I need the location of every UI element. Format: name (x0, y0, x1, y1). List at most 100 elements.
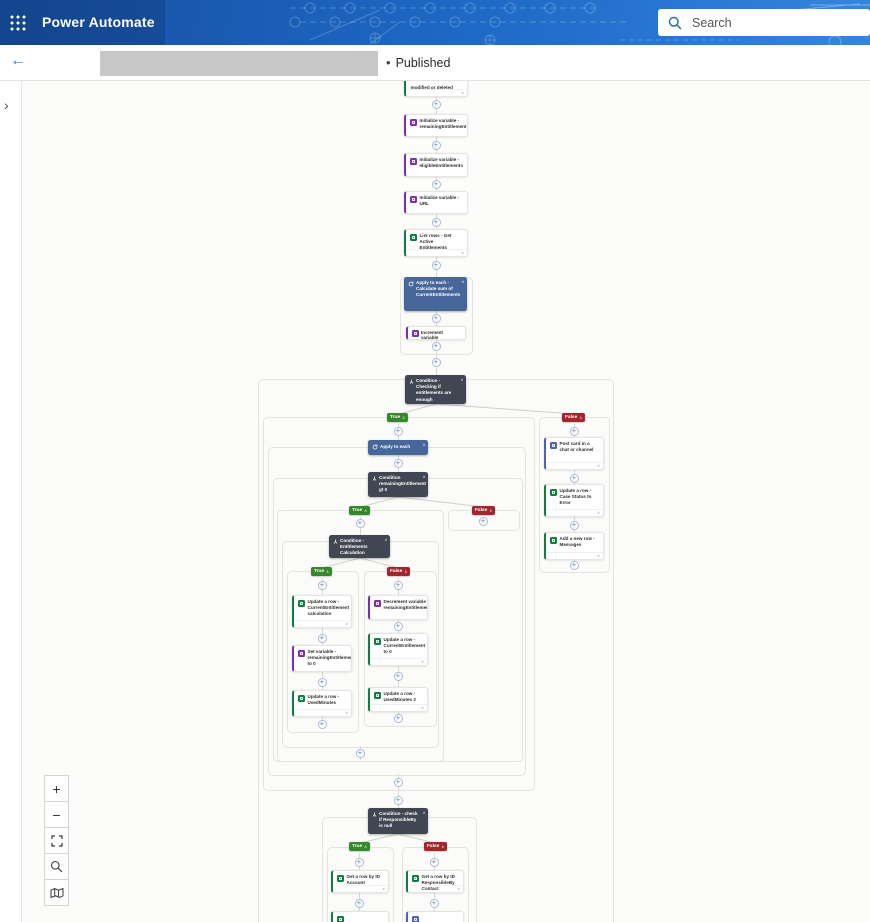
action-card-update-case-status[interactable]: Update a row - Case Status to Error (544, 484, 604, 517)
action-card-update-current-0[interactable]: Update a row - CurrentEntitlement to 0 (368, 633, 428, 666)
trigger-title: modified or deleted (410, 85, 453, 90)
action-card-post-card[interactable]: Post card in a chat or channel (544, 437, 604, 470)
add-action-button[interactable] (569, 426, 579, 436)
add-action-button[interactable] (429, 857, 439, 867)
add-action-button[interactable] (317, 633, 327, 643)
collapse-chevron-icon[interactable] (423, 442, 426, 447)
apply-to-each-sum-node[interactable]: Apply to each - Calculate sum of Current… (404, 277, 467, 311)
add-action-button[interactable] (431, 341, 441, 351)
add-action-button[interactable] (393, 621, 403, 631)
action-title: Get a row by ID ResponsibleBy Contact (421, 874, 455, 891)
search-input[interactable] (690, 14, 870, 31)
add-action-button[interactable] (317, 719, 327, 729)
add-action-button[interactable] (393, 795, 403, 805)
add-action-button[interactable] (431, 313, 441, 323)
add-action-button[interactable] (354, 898, 364, 908)
minimap-button[interactable] (44, 879, 69, 906)
add-action-button[interactable] (355, 518, 365, 528)
back-button[interactable]: ← (10, 52, 26, 69)
add-action-button[interactable] (354, 857, 364, 867)
action-card-initialize-remaining[interactable]: Initialize variable - remainingEntitleme… (404, 114, 468, 137)
app-launcher-waffle-icon[interactable] (9, 14, 26, 31)
add-action-button[interactable] (393, 458, 403, 468)
collapse-chevron-icon[interactable] (423, 810, 426, 815)
node-title: Apply to each - Calculate sum of Current… (416, 280, 461, 298)
variable-icon (409, 157, 417, 165)
flow-designer-canvas[interactable]: modified or deleted Initialize variable … (0, 81, 870, 922)
add-action-button[interactable] (569, 473, 579, 483)
expand-panel-chevron-icon[interactable]: › (4, 97, 9, 113)
false-branch-label[interactable]: False (424, 842, 448, 851)
true-branch-label[interactable]: True (387, 413, 408, 422)
condition-responsibleby-node[interactable]: Condition - check if ResponsibleBy is nu… (368, 808, 428, 834)
action-card-initialize-url[interactable]: Initialize variable - URL (404, 191, 468, 214)
add-action-button[interactable] (317, 580, 327, 590)
canvas-search-button[interactable] (44, 853, 69, 880)
collapse-chevron-icon[interactable] (461, 377, 464, 382)
action-card-update-usedminutes2[interactable]: Update a row - UsedMinutes 2 (368, 687, 428, 712)
action-card-get-contact[interactable]: Get a row by ID ResponsibleBy Contact (406, 870, 464, 893)
add-action-button[interactable] (431, 260, 441, 270)
action-card-list-rows[interactable]: List rows - Get Active Entitlements (404, 229, 468, 257)
action-title: Update a row - CurrentEntitlement to 0 (383, 637, 426, 654)
label-text: True (352, 844, 363, 849)
true-branch-label[interactable]: True (349, 506, 370, 515)
teams-icon (411, 915, 419, 922)
add-action-button[interactable] (393, 426, 403, 436)
add-action-button[interactable] (431, 99, 441, 109)
fit-view-button[interactable] (44, 827, 69, 854)
search-box[interactable] (658, 9, 870, 36)
label-text: True (314, 569, 325, 574)
collapse-chevron-icon[interactable] (385, 537, 388, 542)
add-action-button[interactable] (569, 560, 579, 570)
add-action-button[interactable] (393, 777, 403, 787)
action-card-decrement-remaining[interactable]: Decrement variable - remainingEntitlemen… (368, 595, 428, 620)
zoom-in-button[interactable]: + (44, 775, 69, 802)
apply-to-each-node[interactable]: Apply to each (368, 440, 428, 455)
add-action-button[interactable] (431, 357, 441, 367)
collapse-chevron-icon[interactable] (423, 474, 426, 479)
add-action-button[interactable] (431, 217, 441, 227)
action-title: Update a row - UsedMinutes 2 (383, 691, 416, 702)
label-text: False (427, 844, 440, 849)
add-action-button[interactable] (429, 898, 439, 908)
trigger-card-row-modified[interactable]: modified or deleted (404, 81, 468, 97)
add-action-button[interactable] (393, 671, 403, 681)
condition-remaining-node[interactable]: Condition remainingEntitlement gt 0 (368, 472, 428, 497)
dataverse-icon (373, 691, 381, 699)
action-card-get-account[interactable]: Get a row by ID Account (331, 870, 389, 893)
add-action-button[interactable] (393, 713, 403, 723)
true-branch-label[interactable]: True (349, 842, 370, 851)
true-branch-label[interactable]: True (311, 567, 332, 576)
action-card-update-current-calc[interactable]: Update a row - CurrentEntitlement calcul… (292, 595, 352, 628)
add-action-button[interactable] (478, 516, 488, 526)
add-action-button[interactable] (317, 677, 327, 687)
add-action-button[interactable] (393, 580, 403, 590)
action-card-increment[interactable]: Increment variable (406, 326, 466, 340)
action-card-partial[interactable] (406, 911, 464, 922)
action-title: Set variable - remainingEntitlement to 0 (307, 649, 352, 666)
action-title: Decrement variable - remainingEntitlemen… (383, 599, 428, 610)
action-card-partial[interactable] (331, 911, 389, 922)
action-card-initialize-eligible[interactable]: Initialize variable - eligibleEntitlemen… (404, 153, 468, 177)
action-card-add-messages[interactable]: Add a new row - Messages (544, 532, 604, 560)
action-card-set-remaining[interactable]: Set variable - remainingEntitlement to 0 (292, 645, 352, 672)
zoom-out-button[interactable]: − (44, 801, 69, 828)
corner-brackets-icon (50, 834, 63, 847)
condition-calculation-node[interactable]: Condition - Entitlements Calculation (329, 535, 390, 558)
status-text: Published (395, 56, 451, 70)
add-action-button[interactable] (355, 748, 365, 758)
add-action-button[interactable] (431, 140, 441, 150)
false-branch-label[interactable]: False (387, 567, 411, 576)
dataverse-icon (336, 915, 344, 922)
magnifier-icon (50, 860, 63, 873)
node-title: Condition - check if ResponsibleBy is nu… (379, 811, 418, 829)
add-action-button[interactable] (431, 179, 441, 189)
false-branch-label[interactable]: False (562, 413, 586, 422)
collapse-chevron-icon[interactable] (462, 279, 465, 284)
teams-icon (549, 441, 557, 449)
condition-enough-node[interactable]: Condition - Checking if entitlements are… (405, 375, 466, 404)
add-action-button[interactable] (569, 520, 579, 530)
action-card-update-usedminutes[interactable]: Update a row - UsedMinutes (292, 690, 352, 717)
false-branch-label[interactable]: False (472, 506, 496, 515)
